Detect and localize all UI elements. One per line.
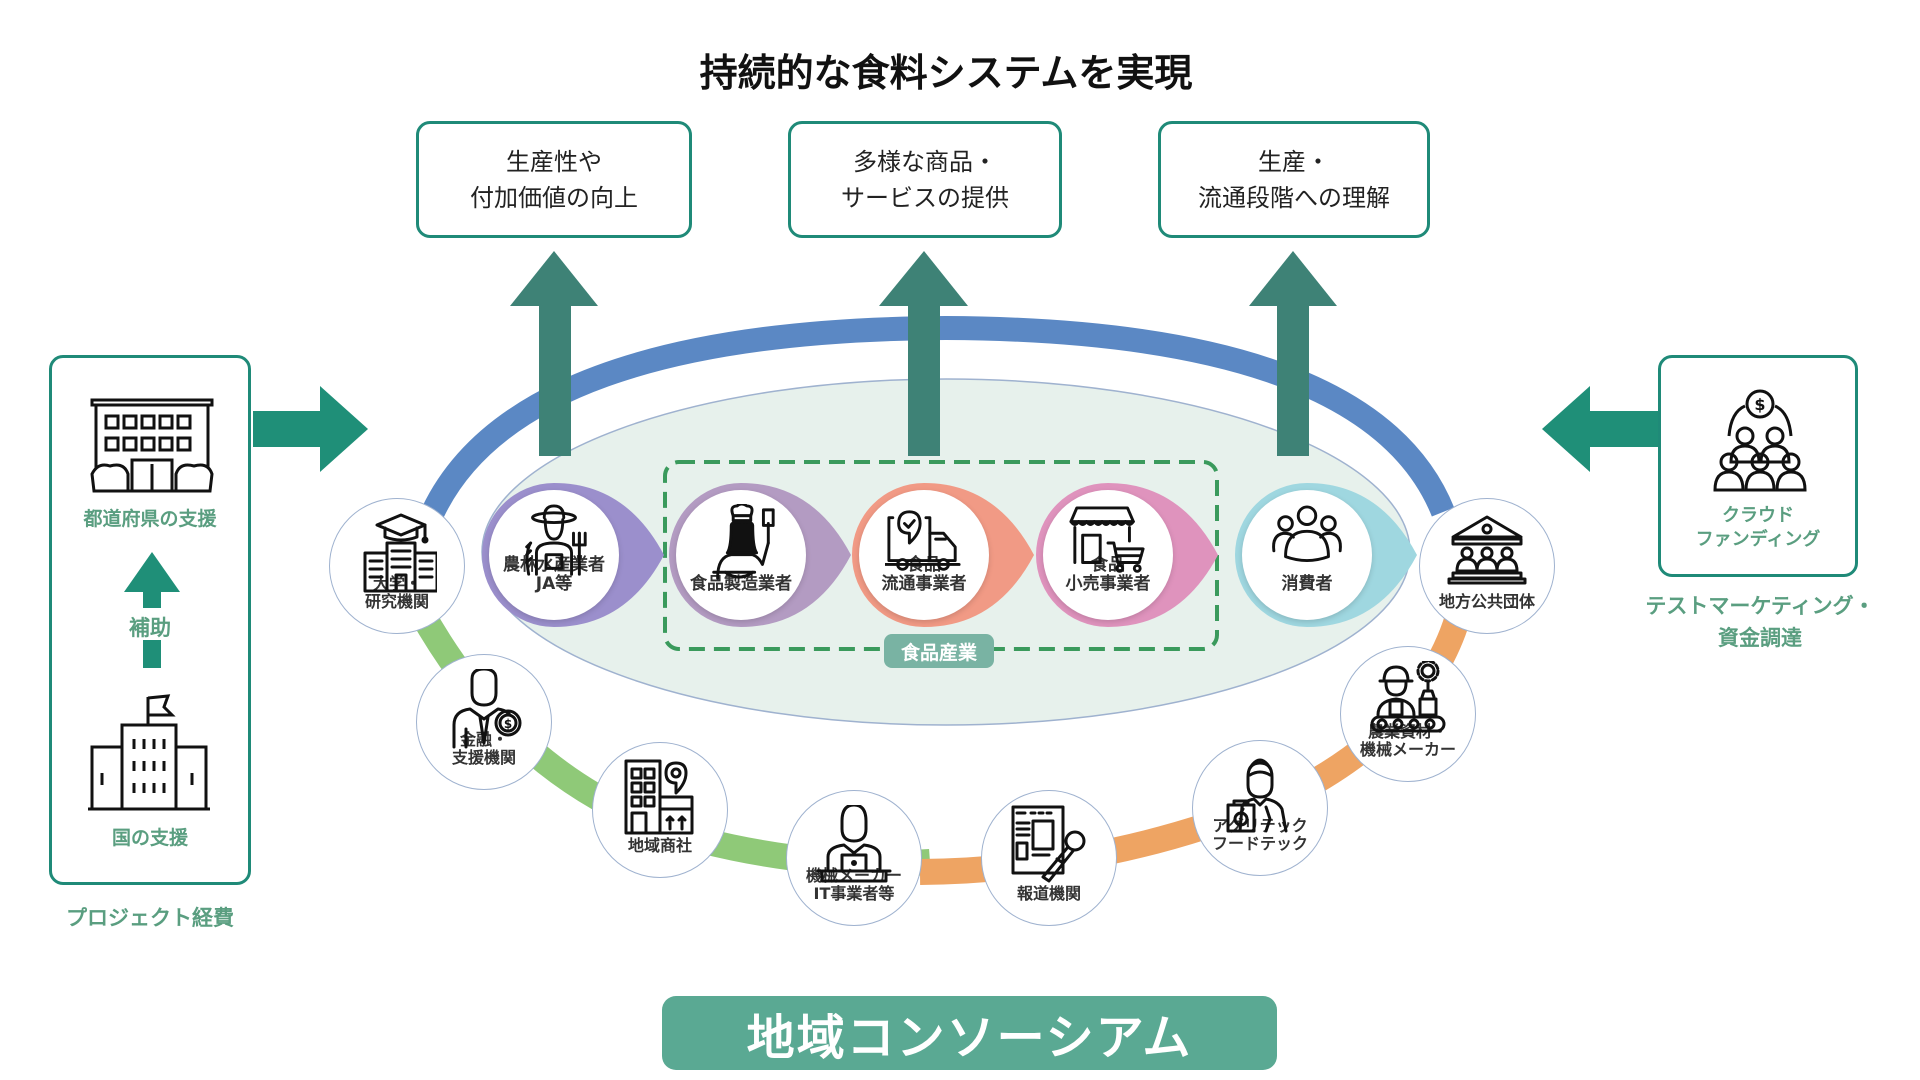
left-arrow-crowdfunding — [1542, 386, 1658, 472]
chain-node-label: 食品製造業者 — [690, 575, 792, 594]
prefecture-support-label: 都道府県の支援 — [83, 508, 217, 530]
news-microphone-icon — [1011, 805, 1086, 883]
label-line: 機械メーカー — [1359, 740, 1456, 759]
national-government-icon — [88, 694, 210, 811]
project-funding-caption: プロジェクト経費 — [66, 906, 234, 930]
crowdfunding-line: ファンディング — [1695, 529, 1821, 550]
label-line: 流通事業者 — [881, 574, 967, 594]
delivery-truck-icon — [885, 510, 961, 571]
label-line: 地方公共団体 — [1438, 592, 1535, 611]
crowdfunding-line: クラウド — [1722, 505, 1794, 526]
chain-node: 消費者 — [1242, 490, 1372, 620]
prefecture-building-icon — [90, 398, 214, 493]
page-title: 持続的な食料システムを実現 — [699, 51, 1193, 95]
farmer-icon — [525, 504, 587, 576]
subsidy-arrow-icon — [124, 552, 180, 668]
factory-worker-icon — [1370, 661, 1446, 733]
label-line: 研究機関 — [364, 592, 429, 611]
crowdfunding-panel: $ クラウド ファンディング — [1658, 355, 1858, 577]
label-line: JA等 — [535, 574, 573, 594]
up-arrow-2 — [879, 251, 968, 456]
goal-line: 多様な商品・ — [853, 147, 997, 176]
member-label: 地方公共団体 — [1439, 593, 1535, 611]
it-worker-icon — [816, 805, 892, 883]
label-line: 小売事業者 — [1065, 574, 1151, 594]
label-line: 食品製造業者 — [690, 574, 792, 594]
label-line: フードテック — [1211, 834, 1308, 853]
goal-box-productivity: 生産性や 付加価値の向上 — [416, 121, 692, 238]
crowdfunding-icon: $ — [1713, 389, 1807, 492]
member-label: 報道機関 — [1017, 885, 1081, 903]
label-line: 報道機関 — [1016, 884, 1081, 903]
goal-line: 流通段階への理解 — [1198, 183, 1390, 212]
caption-line: テストマーケティング・ — [1645, 594, 1875, 618]
label-line: 支援機関 — [451, 748, 516, 767]
member-label: 地域商社 — [628, 837, 692, 855]
chef-icon — [712, 504, 775, 580]
national-support-label: 国の支援 — [111, 827, 188, 849]
label-line: 消費者 — [1281, 574, 1333, 594]
subsidy-label: 補助 — [129, 616, 171, 640]
label-line: 地域商社 — [627, 836, 692, 855]
agritech-icon — [1226, 758, 1288, 833]
project-funding-panel: 都道府県の支援 補助 国の支援 — [49, 355, 251, 885]
goal-line: 生産性や — [506, 147, 602, 176]
consortium-member-node: 地域商社 — [592, 742, 728, 878]
svg-text:$: $ — [1754, 395, 1765, 414]
government-icon — [1447, 515, 1527, 585]
food-industry-label: 食品産業 — [884, 634, 994, 668]
caption-line: 資金調達 — [1718, 626, 1802, 650]
blue-arc — [422, 315, 1455, 518]
consortium-member-node: 地方公共団体 — [1419, 498, 1555, 634]
svg-text:$: $ — [504, 717, 512, 731]
goal-box-understanding: 生産・ 流通段階への理解 — [1158, 121, 1430, 238]
up-arrow-3 — [1249, 251, 1337, 456]
goal-line: 生産・ — [1258, 147, 1330, 176]
trading-company-icon — [624, 759, 694, 835]
up-arrow-1 — [510, 251, 598, 456]
label-line: IT事業者等 — [813, 884, 895, 903]
goal-line: 付加価値の向上 — [470, 183, 638, 212]
store-cart-icon — [1069, 506, 1145, 573]
consortium-member-node: $金融・支援機関 — [416, 654, 552, 790]
chain-node-label: 消費者 — [1282, 575, 1333, 594]
test-marketing-caption: テストマーケティング・ 資金調達 — [1610, 590, 1910, 654]
regional-consortium-banner: 地域コンソーシアム — [662, 996, 1277, 1070]
chain-node: 食品流通事業者 — [859, 490, 989, 620]
people-group-icon — [1272, 505, 1342, 563]
goal-box-products: 多様な商品・ サービスの提供 — [788, 121, 1062, 238]
right-arrow-prefecture — [253, 386, 368, 472]
university-icon — [363, 513, 437, 593]
consortium-member-node: 報道機関 — [981, 790, 1117, 926]
financier-icon: $ — [452, 669, 522, 749]
chain-node: 食品製造業者 — [676, 490, 806, 620]
consortium-member-node: 農業資材・機械メーカー — [1340, 646, 1476, 782]
consortium-member-node: アグリテックフードテック — [1192, 740, 1328, 876]
consortium-member-node: 大学・研究機関 — [329, 498, 465, 634]
chain-node: 食品小売事業者 — [1043, 490, 1173, 620]
goal-line: サービスの提供 — [841, 183, 1009, 212]
crowdfunding-label: クラウド ファンディング — [1661, 504, 1855, 552]
